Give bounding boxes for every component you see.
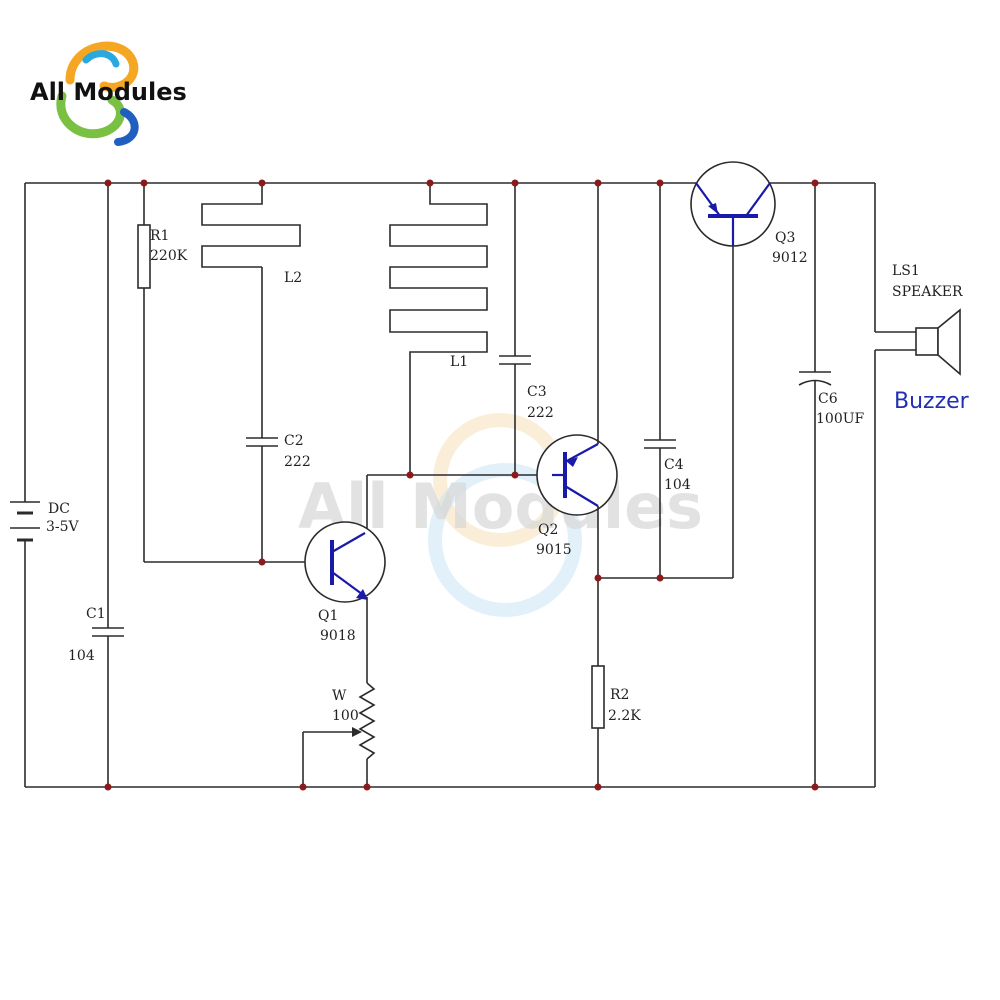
c2-value: 222 <box>284 454 311 470</box>
c3-value: 222 <box>527 405 554 421</box>
ls1-value: SPEAKER <box>892 284 963 300</box>
speaker-ls1: LS1 SPEAKER Buzzer <box>875 263 970 414</box>
w-ref: W <box>332 688 347 704</box>
capacitor-c4: C4 104 <box>644 183 691 578</box>
logo-text: All Modules <box>30 78 187 106</box>
q3-ref: Q3 <box>775 230 795 246</box>
capacitor-c2: C2 222 <box>246 433 311 562</box>
q3-value: 9012 <box>772 250 808 266</box>
l1-ref: L1 <box>450 354 468 370</box>
ls1-ref: LS1 <box>892 263 920 279</box>
c1-value: 104 <box>68 648 95 664</box>
inductor-l2: L2 <box>201 183 302 438</box>
capacitor-c1: C1 104 <box>68 183 124 787</box>
q2-value: 9015 <box>536 542 572 558</box>
dc-value: 3-5V <box>46 519 80 535</box>
q2-ref: Q2 <box>538 522 558 538</box>
power-rails <box>24 182 876 788</box>
c1-ref: C1 <box>86 606 106 622</box>
capacitor-c3: C3 222 <box>499 183 554 475</box>
r2-ref: R2 <box>610 687 629 703</box>
transistor-q2: Q2 9015 <box>536 183 618 666</box>
q1-value: 9018 <box>320 628 356 644</box>
r1-ref: R1 <box>150 228 169 244</box>
logo-swirl-icon <box>56 41 139 146</box>
potentiometer-w: W 100 <box>302 682 376 787</box>
c6-ref: C6 <box>818 391 838 407</box>
dc-ref: DC <box>48 501 70 517</box>
r1-value: 220K <box>150 248 188 264</box>
r2-value: 2.2K <box>608 708 641 724</box>
inductor-l1: L1 <box>389 183 488 475</box>
battery-dc: DC 3-5V <box>10 501 80 542</box>
c3-ref: C3 <box>527 384 547 400</box>
q1-ref: Q1 <box>318 608 338 624</box>
c6-value: 100UF <box>816 411 865 427</box>
resistor-r1: R1 220K <box>137 183 332 563</box>
c4-ref: C4 <box>664 457 684 473</box>
transistor-q1: Q1 9018 <box>304 521 386 683</box>
buzzer-label: Buzzer <box>894 389 970 414</box>
transistor-q3: Q3 9012 <box>690 161 808 578</box>
capacitor-c6: C6 100UF <box>798 183 865 787</box>
resistor-r2: R2 2.2K <box>591 665 641 787</box>
junction-dots <box>104 179 819 791</box>
c4-value: 104 <box>664 477 691 493</box>
w-value: 100 <box>332 708 359 724</box>
c2-ref: C2 <box>284 433 304 449</box>
all-modules-logo: All Modules <box>30 41 187 146</box>
l2-ref: L2 <box>284 270 302 286</box>
